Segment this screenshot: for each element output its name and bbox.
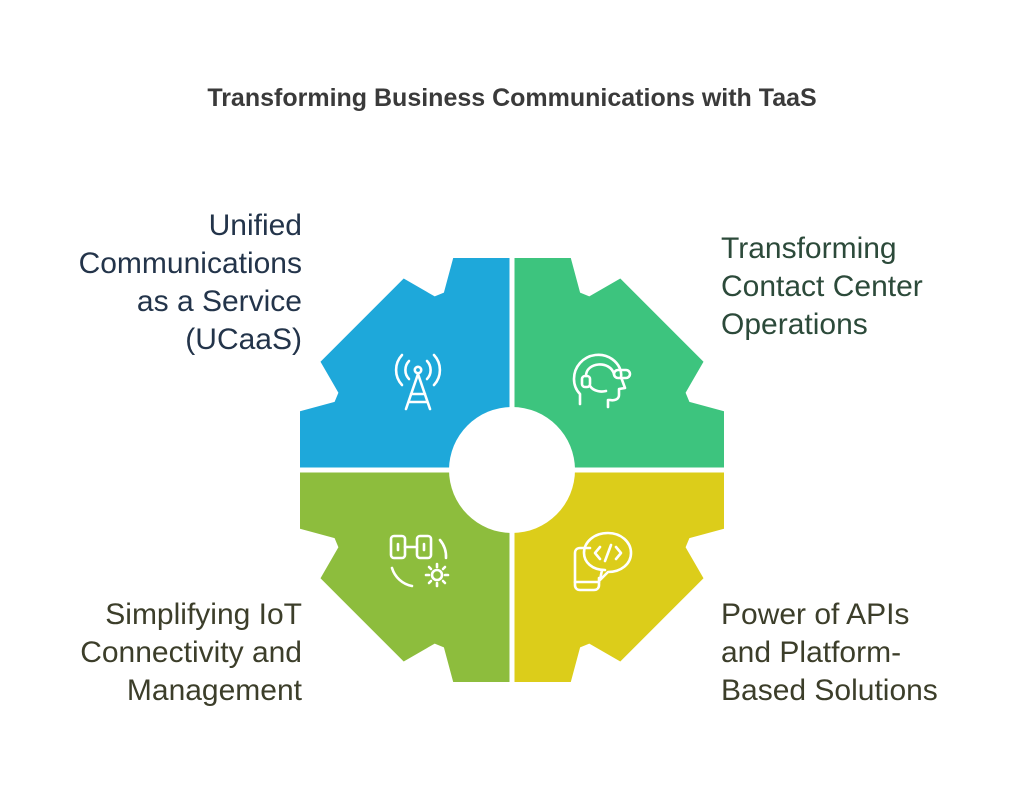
segment-iot xyxy=(300,470,512,682)
api-code-chat-icon xyxy=(573,531,633,592)
headset-agent-icon xyxy=(572,353,632,409)
label-apis: Power of APIs and Platform- Based Soluti… xyxy=(721,598,938,707)
antenna-icon xyxy=(394,353,442,411)
iot-devices-gear-icon xyxy=(389,534,450,588)
segment-apis xyxy=(512,470,724,682)
diagram-title: Transforming Business Communications wit… xyxy=(207,84,817,112)
label-iot: Simplifying IoT Connectivity and Managem… xyxy=(80,598,302,707)
label-contact-center: Transforming Contact Center Operations xyxy=(721,232,923,341)
gear-diagram xyxy=(300,258,724,682)
label-ucaas: Unified Communications as a Service (UCa… xyxy=(78,209,302,356)
